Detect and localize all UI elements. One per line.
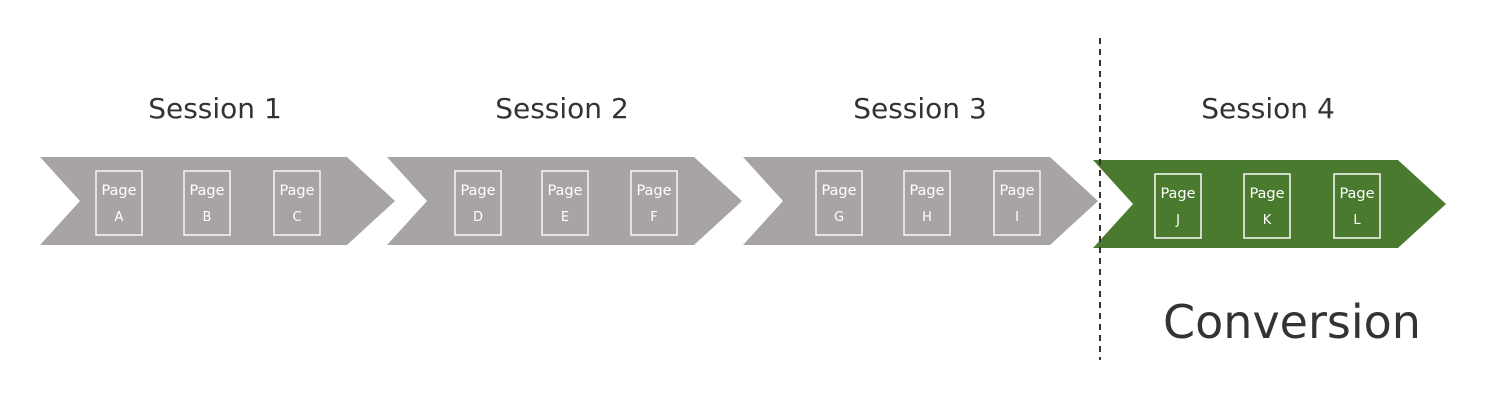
session-chevron [40, 157, 395, 245]
page-letter: I [1015, 210, 1019, 225]
page-label: Page [101, 183, 136, 199]
page-icon [454, 170, 502, 236]
page-label: Page [547, 183, 582, 199]
page-label: Page [1160, 186, 1195, 202]
page-icon [183, 170, 231, 236]
page-letter: L [1353, 213, 1361, 228]
page-label: Page [909, 183, 944, 199]
session-chevron [1093, 160, 1446, 248]
page-letter: E [561, 210, 569, 225]
page-letter: A [115, 210, 124, 225]
page-icon [95, 170, 143, 236]
page-label: Page [279, 183, 314, 199]
page-letter: F [650, 210, 657, 225]
page-icon [630, 170, 678, 236]
page-letter: B [203, 210, 212, 225]
page-letter: H [922, 210, 932, 225]
page-label: Page [460, 183, 495, 199]
page-label: Page [189, 183, 224, 199]
page-icon [815, 170, 863, 236]
page-letter: K [1263, 213, 1272, 228]
page-icon [1154, 173, 1202, 239]
page-letter: D [473, 210, 483, 225]
page-icon [541, 170, 589, 236]
session-chevron [743, 157, 1098, 245]
page-letter: J [1175, 213, 1180, 228]
session-title: Session 4 [1201, 92, 1335, 125]
page-label: Page [821, 183, 856, 199]
page-label: Page [1249, 186, 1284, 202]
page-letter: G [834, 210, 844, 225]
conversion-label: Conversion [1163, 295, 1421, 349]
page-label: Page [999, 183, 1034, 199]
page-label: Page [636, 183, 671, 199]
session-chevron [387, 157, 742, 245]
session-title: Session 1 [148, 92, 282, 125]
session-title: Session 2 [495, 92, 629, 125]
page-icon [273, 170, 321, 236]
page-letter: C [292, 210, 301, 225]
page-icon [993, 170, 1041, 236]
page-icon [1243, 173, 1291, 239]
page-icon [1333, 173, 1381, 239]
session-title: Session 3 [853, 92, 987, 125]
page-label: Page [1339, 186, 1374, 202]
page-icon [903, 170, 951, 236]
